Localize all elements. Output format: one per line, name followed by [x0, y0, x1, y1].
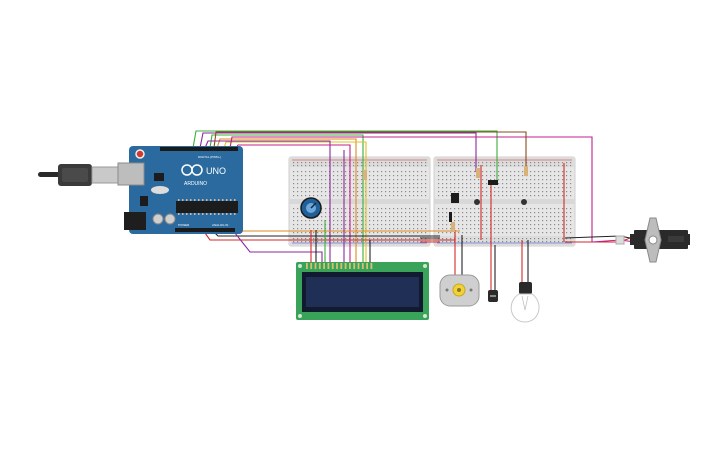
wire-purple-2[interactable] [204, 140, 331, 262]
wire-yellow-1[interactable] [223, 141, 367, 262]
breadboard-left[interactable] [288, 156, 431, 247]
ic-chip[interactable] [488, 180, 498, 185]
wire-black-gnd[interactable] [214, 232, 440, 237]
reset-button[interactable] [135, 149, 145, 159]
power-label: POWER [178, 223, 190, 227]
atmega-chip [176, 201, 238, 213]
dc-motor[interactable] [439, 274, 480, 307]
wire-purple-3[interactable] [234, 232, 323, 262]
transistor[interactable] [451, 193, 459, 203]
micro-servo[interactable] [615, 217, 690, 263]
lcd-16x2[interactable] [296, 262, 429, 320]
digital-header-label: DIGITAL (PWM~) [198, 155, 221, 159]
resistor-3[interactable] [524, 166, 528, 176]
wire-brown-1[interactable] [213, 131, 527, 172]
diode[interactable] [449, 212, 452, 222]
wire-orange-1[interactable] [216, 138, 357, 262]
resistor-4[interactable] [451, 222, 455, 232]
analog-label: ANALOG IN [212, 223, 228, 227]
lcd-pins [306, 263, 373, 269]
resistor-1[interactable] [363, 170, 367, 180]
pushbutton-2[interactable] [521, 199, 527, 205]
arduino-uno-board[interactable]: ARDUINO UNO DIGITAL (PWM~) POWER ANALOG … [117, 146, 243, 234]
potentiometer[interactable] [300, 197, 322, 219]
right-board-parts [449, 180, 527, 222]
wire-green-1[interactable] [192, 130, 498, 181]
arduino-logo-text: ARDUINO [184, 181, 207, 187]
digital-header [160, 147, 238, 151]
resistor-2[interactable] [476, 168, 480, 178]
power-analog-header [175, 228, 235, 232]
chip-pins [178, 199, 236, 215]
temperature-sensor[interactable] [488, 290, 498, 302]
light-bulb[interactable] [510, 282, 540, 323]
arduino-logo: ARDUINO UNO [181, 164, 226, 187]
usb-cable[interactable] [38, 164, 121, 186]
wire-purple-1[interactable] [199, 132, 477, 172]
arduino-model-text: UNO [206, 166, 226, 176]
lcd-screen [306, 277, 419, 307]
resistors [363, 166, 528, 232]
breadboard-right[interactable] [433, 156, 576, 247]
wire-magenta-1[interactable] [229, 136, 593, 242]
pushbutton-1[interactable] [474, 199, 480, 205]
